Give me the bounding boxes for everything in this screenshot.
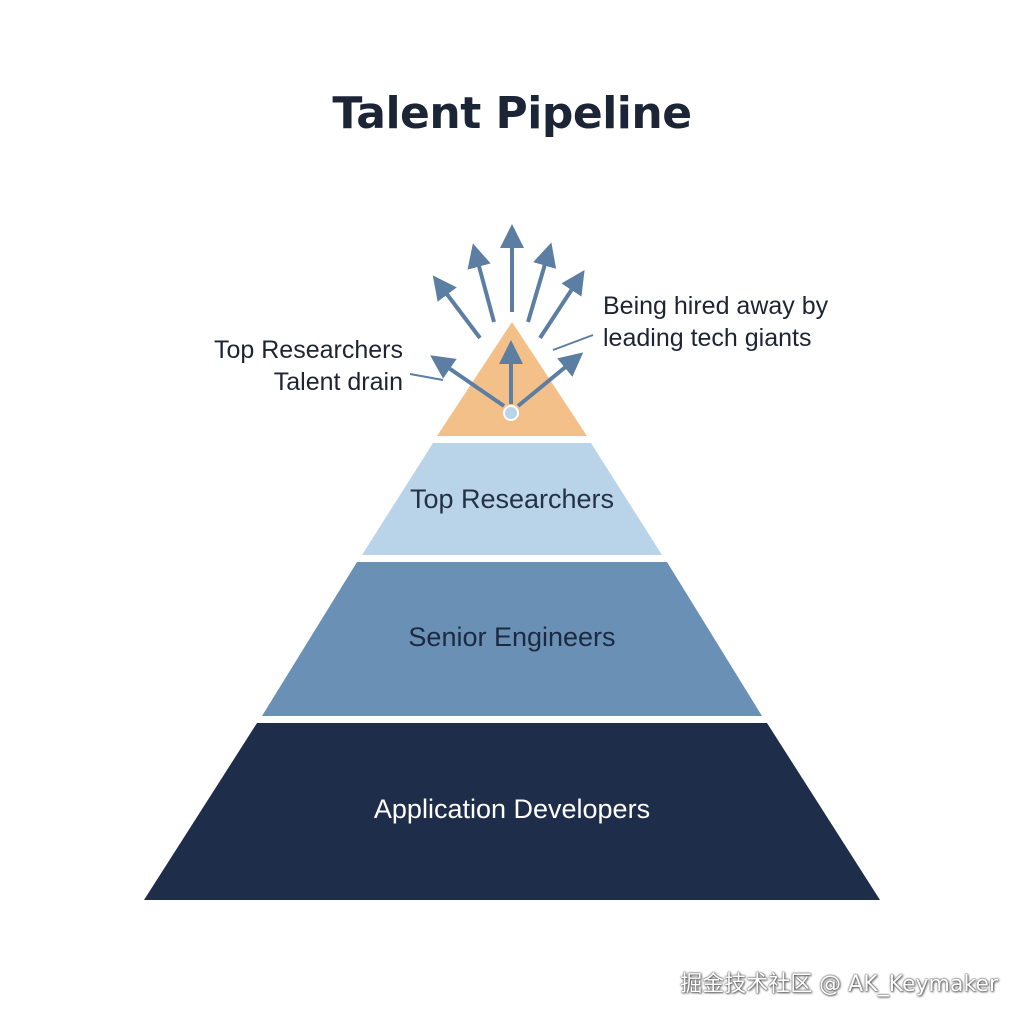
tier-label-senior-engineers: Senior Engineers <box>408 622 616 652</box>
tier-label-top-researchers: Top Researchers <box>409 484 615 514</box>
left-leader-line <box>409 373 444 381</box>
watermark: 掘金技术社区 @ AK_Keymaker <box>680 972 998 997</box>
apex-inner-arrows <box>430 340 584 421</box>
right-annotation-line1: Being hired away by <box>603 292 829 320</box>
right-annotation-line2: leading tech giants <box>603 324 812 352</box>
talent-drain-arrows <box>432 224 585 340</box>
diagram-title: Talent Pipeline <box>332 88 692 139</box>
right-leader-line <box>552 334 594 351</box>
left-annotation-line1: Top Researchers <box>214 336 403 364</box>
tier-application-developers <box>144 723 880 900</box>
inner-arrow <box>516 352 584 408</box>
drain-arrow <box>467 243 496 323</box>
left-annotation-line2: Talent drain <box>273 368 403 396</box>
tier-label-application-developers: Application Developers <box>373 794 651 824</box>
tier-top-researchers <box>362 443 662 555</box>
drain-arrow <box>538 269 585 340</box>
apex-origin-dot <box>503 405 519 421</box>
drain-arrow <box>526 242 557 323</box>
tier-senior-engineers <box>262 562 762 716</box>
right-annotation: Being hired away by leading tech giants <box>603 290 828 354</box>
inner-arrow <box>430 355 506 408</box>
drain-arrow <box>432 275 482 340</box>
left-annotation: Top Researchers Talent drain <box>214 334 403 398</box>
